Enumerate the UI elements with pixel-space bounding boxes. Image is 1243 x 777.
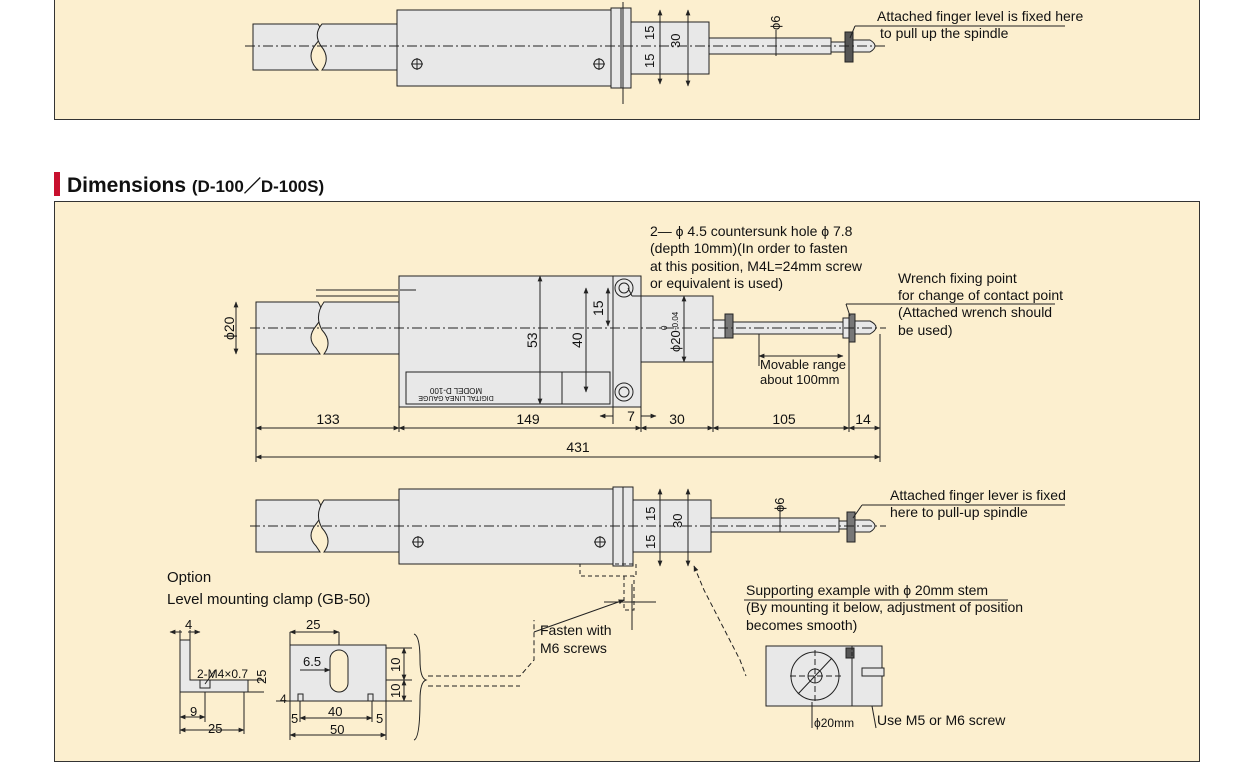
countersunk-note-3: at this position, M4L=24mm screw [650, 258, 863, 274]
dim-133: 133 [316, 411, 340, 427]
front-gauge-drawing [255, 275, 877, 408]
front-tol-upper: 0 [660, 325, 669, 330]
dim-431: 431 [566, 439, 590, 455]
front-knurl [724, 313, 734, 339]
dim-30: 30 [669, 411, 685, 427]
top-stem-right [316, 23, 398, 71]
wrench-note-2: for change of contact point [898, 287, 1063, 303]
side-dim-phi6: ϕ6 [772, 497, 787, 512]
side-dim-15a: 15 [643, 507, 658, 521]
top-note-line-1: Attached finger level is fixed here [877, 8, 1083, 24]
plan-dim-25: 25 [306, 617, 320, 632]
front-dim-phi20-stem: ϕ20 [221, 316, 237, 340]
top-bearing [630, 21, 710, 75]
front-dim-15: 15 [590, 300, 606, 316]
clamp-plan-drawing [289, 644, 387, 702]
top-body [396, 9, 612, 87]
support-example-drawing [765, 645, 885, 707]
countersunk-note-4: or equivalent is used) [650, 275, 783, 291]
section-title: Dimensions (D-100／D-100S) [67, 172, 324, 198]
clamp-dim-25-width: 25 [208, 721, 222, 736]
top-finger-lever [844, 31, 854, 63]
plan-dim-10b: 10 [388, 684, 403, 698]
top-tip-base [830, 41, 846, 53]
nameplate-product: DIGITAL LINEA GAUGE [418, 394, 494, 401]
side-tip-base [838, 520, 848, 530]
top-dim-15b: 15 [642, 54, 657, 68]
finger-note-2: here to pull-up spindle [890, 504, 1028, 520]
plan-dim-5a: 5 [291, 711, 298, 726]
nameplate-model: MODEL D-100 [429, 386, 482, 395]
top-gauge-drawing [252, 7, 876, 89]
top-dim-phi6: ϕ6 [768, 15, 783, 30]
section-title-text: Dimensions [67, 174, 187, 197]
support-note-1: Supporting example with ϕ 20mm stem [746, 582, 988, 598]
clamp-thread: 2-M4×0.7 [197, 667, 248, 681]
wrench-note-4: be used) [898, 322, 952, 338]
dim-7: 7 [627, 408, 635, 424]
section-accent-bar [54, 172, 60, 196]
dim-149: 149 [516, 411, 540, 427]
top-flange [610, 7, 622, 89]
plan-dim-4: 4 [280, 692, 287, 706]
option-label: Option [167, 569, 211, 586]
front-tol-lower: -0.04 [671, 311, 680, 330]
clamp-dim-4: 4 [185, 617, 192, 632]
front-bearing [640, 295, 714, 363]
side-spindle [710, 517, 840, 533]
fasten-note-2: M6 screws [540, 640, 607, 656]
movable-note-2: about 100mm [760, 372, 840, 387]
top-dim-15a: 15 [642, 26, 657, 40]
top-dim-30: 30 [668, 34, 683, 48]
finger-note-1: Attached finger lever is fixed [890, 487, 1066, 503]
front-dim-phi20-spindle: ϕ20 [668, 330, 683, 352]
top-note-line-2: to pull up the spindle [880, 25, 1009, 41]
clamp-phantom [579, 563, 637, 577]
clamp-dim-9: 9 [190, 704, 197, 719]
movable-note-1: Movable range [760, 357, 846, 372]
front-cable [316, 289, 398, 297]
support-dia-label: ϕ20mm [814, 716, 854, 730]
support-note-3: becomes smooth) [746, 617, 857, 633]
front-countersunk-top [614, 278, 634, 298]
wrench-note-1: Wrench fixing point [898, 270, 1017, 286]
front-countersunk-bottom [614, 382, 634, 402]
front-dim-40: 40 [569, 332, 585, 348]
clamp-dim-25-height: 25 [254, 670, 269, 684]
wrench-note-3: (Attached wrench should [898, 304, 1052, 320]
top-stem-left [252, 23, 322, 71]
plan-dim-10a: 10 [388, 658, 403, 672]
dim-105: 105 [772, 411, 796, 427]
front-collar [712, 319, 726, 339]
plan-dim-40: 40 [328, 704, 342, 719]
fasten-note-1: Fasten with [540, 622, 612, 638]
side-dim-30: 30 [670, 514, 685, 528]
countersunk-note-2: (depth 10mm)(In order to fasten [650, 240, 848, 256]
support-note-2: (By mounting it below, adjustment of pos… [746, 599, 1023, 615]
clamp-side-drawing [179, 639, 249, 693]
section-subtitle: (D-100／D-100S) [191, 177, 325, 196]
plan-dim-50: 50 [330, 722, 344, 737]
front-nameplate [405, 371, 611, 405]
plan-dim-6-5: 6.5 [303, 654, 321, 669]
screw-note: Use M5 or M6 screw [877, 712, 1006, 728]
clamp-name: Level mounting clamp (GB-50) [167, 591, 370, 608]
side-dim-15b: 15 [643, 535, 658, 549]
front-dim-53: 53 [524, 332, 540, 348]
dim-14: 14 [855, 411, 871, 427]
countersunk-note-1: 2— ϕ 4.5 countersunk hole ϕ 7.8 [650, 223, 853, 239]
plan-dim-5b: 5 [376, 711, 383, 726]
